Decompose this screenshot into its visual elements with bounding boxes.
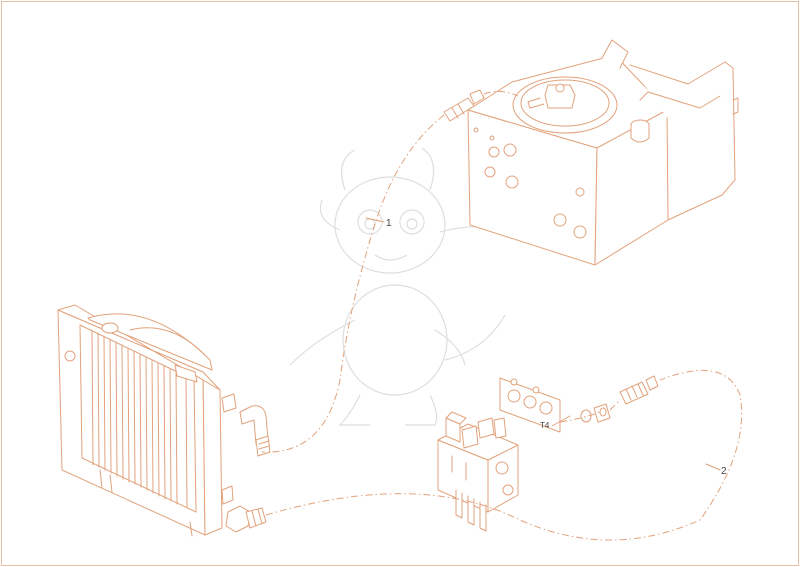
callout-t4-label: T4 <box>540 421 550 430</box>
callout-t4-leader <box>551 415 571 427</box>
control-valve <box>437 411 519 532</box>
right-hose-fitting <box>619 375 659 405</box>
oil-cooler-radiator <box>57 304 237 537</box>
radiator-upper-elbow <box>239 405 271 457</box>
top-hose-fitting <box>443 89 485 122</box>
watermark-mascot <box>289 147 506 426</box>
valve-port-plate <box>499 377 561 433</box>
callout-2-leader <box>705 463 721 471</box>
radiator-lower-elbow <box>225 505 267 533</box>
return-port-fittings <box>580 403 611 423</box>
hose-1 <box>261 114 445 453</box>
radiator-fins <box>91 329 188 509</box>
valve-to-fitting-line <box>559 411 601 423</box>
callout-1-leader <box>365 217 385 223</box>
callout-2-label: 2 <box>721 466 727 477</box>
hose-1-tank-end <box>483 90 519 97</box>
callout-1-label: 1 <box>386 218 392 229</box>
hydraulic-tank <box>467 39 739 266</box>
fitting-connection-line <box>609 399 621 411</box>
